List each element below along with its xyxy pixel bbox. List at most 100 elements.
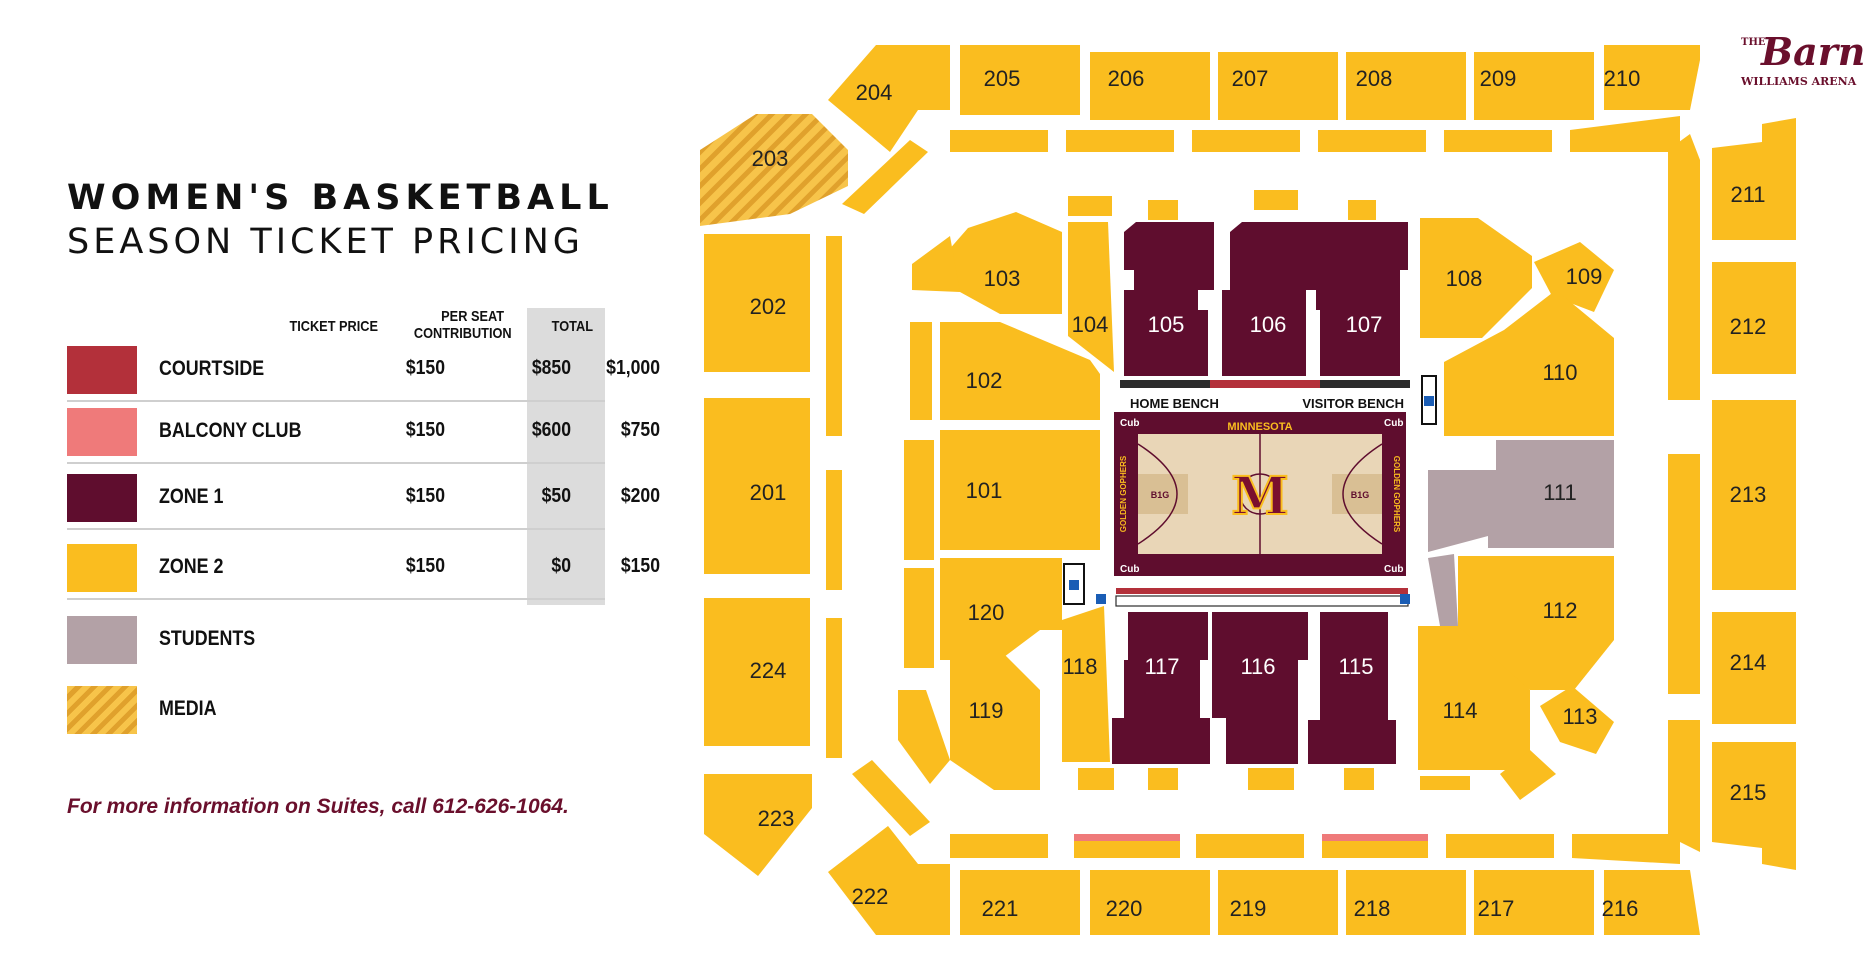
section-111-students-lower[interactable]	[1428, 554, 1458, 626]
section-205[interactable]	[960, 45, 1080, 115]
section-214[interactable]	[1712, 612, 1796, 724]
section-111-students[interactable]	[1428, 440, 1614, 552]
label-221: 221	[982, 896, 1019, 921]
stub-bottom-1	[1078, 768, 1114, 790]
section-108[interactable]	[1420, 218, 1532, 338]
section-218[interactable]	[1346, 870, 1466, 935]
section-113-lower[interactable]	[1500, 750, 1556, 800]
section-213[interactable]	[1712, 400, 1796, 590]
section-212[interactable]	[1712, 262, 1796, 374]
walkway-top-4	[1318, 130, 1426, 152]
section-120[interactable]	[940, 558, 1062, 660]
tier-label: ZONE 2	[159, 555, 224, 578]
section-207[interactable]	[1218, 52, 1338, 120]
tier-label: STUDENTS	[159, 627, 256, 650]
walkway-bottom-left	[852, 760, 930, 836]
section-103-upper[interactable]	[912, 236, 960, 292]
section-204[interactable]	[828, 45, 950, 152]
label-119: 119	[968, 698, 1003, 723]
section-216[interactable]	[1604, 870, 1700, 935]
section-211[interactable]	[1712, 118, 1796, 240]
section-105[interactable]	[1124, 222, 1214, 376]
section-202[interactable]	[704, 234, 810, 372]
stub-top-1	[1068, 196, 1112, 216]
section-203-media[interactable]	[700, 114, 848, 226]
stub-bottom-2	[1148, 768, 1178, 790]
section-104[interactable]	[1068, 222, 1114, 372]
section-115[interactable]	[1308, 612, 1396, 764]
stub-top-4	[1348, 200, 1376, 220]
section-103[interactable]	[940, 212, 1062, 314]
section-215[interactable]	[1712, 742, 1796, 870]
walkway-left-2	[826, 470, 842, 590]
section-116[interactable]	[1212, 612, 1308, 764]
section-102[interactable]	[940, 322, 1100, 420]
section-118[interactable]	[1062, 606, 1110, 762]
b10-left: B1G	[1151, 490, 1170, 500]
courtside-seats-top[interactable]	[1210, 380, 1320, 388]
walkway-bottom-6	[1572, 834, 1680, 864]
section-206[interactable]	[1090, 52, 1210, 120]
b10-right: B1G	[1351, 490, 1370, 500]
wheelchair-accessible-icon	[1400, 594, 1410, 604]
section-224[interactable]	[704, 598, 810, 746]
section-106[interactable]	[1222, 222, 1318, 376]
label-106: 106	[1250, 312, 1287, 337]
label-107: 107	[1346, 312, 1383, 337]
balcony-club-strip-220[interactable]	[1074, 834, 1180, 841]
header-contribution: CONTRIBUTION	[413, 325, 512, 342]
section-208[interactable]	[1346, 52, 1466, 120]
label-108: 108	[1446, 266, 1483, 291]
walkway-right-3	[1668, 720, 1700, 852]
courtside-row-bottom[interactable]	[1115, 595, 1409, 607]
label-114: 114	[1442, 698, 1477, 723]
label-208: 208	[1356, 66, 1393, 91]
section-217[interactable]	[1474, 870, 1594, 935]
section-101[interactable]	[940, 430, 1100, 550]
ticket-price-value: $150	[405, 485, 445, 507]
section-107[interactable]	[1316, 222, 1408, 376]
label-211: 211	[1730, 182, 1765, 207]
label-219: 219	[1230, 896, 1267, 921]
balcony-club-strip-218[interactable]	[1322, 834, 1428, 841]
zone-1-swatch	[67, 474, 137, 522]
total-value: $150	[620, 555, 660, 577]
balcony-club-swatch	[67, 408, 137, 456]
section-110[interactable]	[1444, 290, 1614, 436]
section-117[interactable]	[1112, 612, 1210, 764]
section-209[interactable]	[1474, 52, 1594, 120]
zone-1-sections	[1112, 222, 1408, 764]
wheelchair-accessible-icon	[1063, 563, 1085, 605]
section-222[interactable]	[828, 826, 950, 935]
label-105: 105	[1148, 312, 1185, 337]
tier-row-media: MEDIA	[67, 680, 605, 740]
paint-right	[1332, 474, 1382, 514]
section-210[interactable]	[1604, 45, 1700, 110]
walkway-top-left	[842, 140, 928, 214]
section-119-left[interactable]	[898, 690, 950, 784]
section-114[interactable]	[1418, 626, 1530, 770]
tier-row-balcony-club: BALCONY CLUB $150 $600 $750	[67, 402, 660, 464]
section-112[interactable]	[1458, 556, 1614, 690]
section-113[interactable]	[1540, 686, 1614, 754]
section-219[interactable]	[1218, 870, 1338, 935]
section-221[interactable]	[960, 870, 1080, 935]
label-104: 104	[1072, 312, 1109, 337]
label-213: 213	[1730, 482, 1767, 507]
walkway-bottom-1	[950, 834, 1048, 858]
label-116: 116	[1240, 654, 1275, 679]
section-119[interactable]	[950, 652, 1040, 790]
courtside-strip-bottom[interactable]	[1116, 588, 1408, 594]
header-total: TOTAL	[551, 318, 593, 335]
section-220[interactable]	[1090, 870, 1210, 935]
label-207: 207	[1232, 66, 1269, 91]
walkway-bottom-5	[1446, 834, 1554, 858]
section-223[interactable]	[704, 774, 812, 876]
tier-label: ZONE 1	[159, 485, 224, 508]
tier-row-courtside: COURTSIDE $150 $850 $1,000	[67, 340, 660, 402]
section-201[interactable]	[704, 398, 810, 574]
total-value: $200	[620, 485, 660, 507]
the-barn-logo: THE Barn WILLIAMS ARENA	[1735, 15, 1865, 95]
label-101: 101	[966, 478, 1003, 503]
